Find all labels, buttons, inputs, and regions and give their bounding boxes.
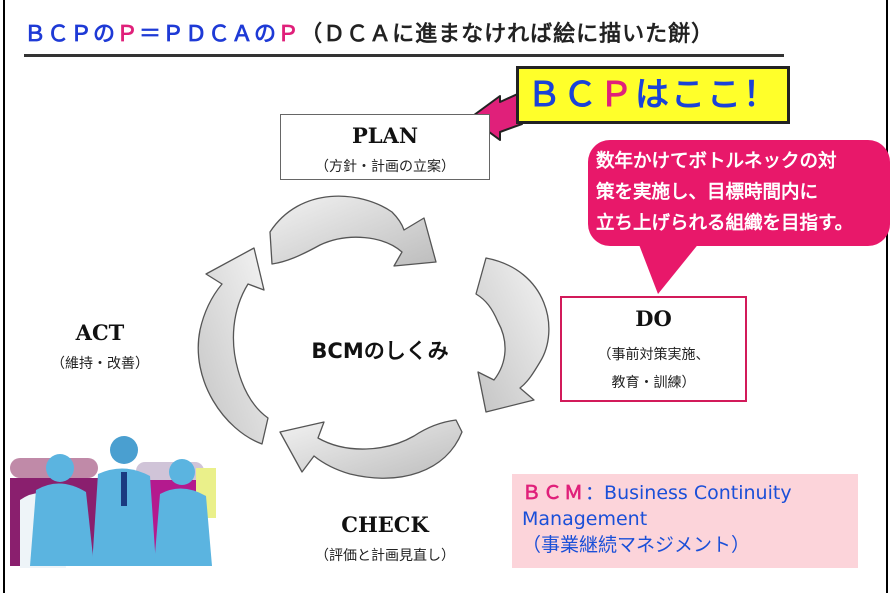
slide-title: ＢＣＰのＰ＝ＰＤＣＡのＰ（ＤＣＡに進まなければ絵に描いた餅） [24, 16, 784, 57]
title-part4: Ｐ [277, 22, 301, 47]
speech-line-1: 数年かけてボトルネックの対 [596, 151, 837, 172]
callout-bcp-here: ＢＣＰはここ！ [516, 66, 790, 124]
speech-bubble: 数年かけてボトルネックの対 策を実施し、目標時間内に 立ち上げられる組織を目指す… [588, 140, 890, 246]
do-label: DO [635, 306, 672, 331]
plan-label: PLAN [351, 123, 419, 148]
callout-rest: はここ！ [635, 75, 779, 115]
callout-p: Ｐ [599, 75, 635, 115]
slide-frame-left [3, 0, 5, 593]
bcm-line1-rest: Business Continuity [604, 482, 792, 504]
callout-bc: ＢＣ [527, 75, 599, 115]
do-sub-line-1: （事前対策実施、 [597, 347, 710, 363]
do-sub: （事前対策実施、 教育・訓練） [562, 341, 745, 397]
act-label: ACT [75, 320, 125, 345]
meeting-people-illustration [10, 436, 216, 568]
act-node: ACT （維持・改善） [40, 320, 160, 373]
cycle-arrow-bottom-left [279, 419, 463, 479]
bcm-definition-box: ＢＣＭ：Business Continuity Management （事業継続… [512, 474, 858, 568]
speech-line-3: 立ち上げられる組織を目指す。 [596, 213, 854, 234]
do-box: DO （事前対策実施、 教育・訓練） [560, 296, 747, 402]
title-part1: ＢＣＰの [24, 22, 117, 47]
plan-sub: （方針・計画の立案） [315, 159, 455, 175]
act-sub: （維持・改善） [51, 356, 149, 372]
cycle-arrow-left-up [197, 247, 269, 445]
center-label: BCMのしくみ [311, 339, 449, 363]
cycle-arrow-top-right [269, 195, 437, 267]
bcm-colon: ： [585, 482, 605, 504]
title-part2: Ｐ [116, 22, 140, 47]
bcm-def-line-2: Management [522, 508, 648, 530]
title-part3: ＝ＰＤＣＡの [139, 22, 278, 47]
check-node: CHECK （評価と計画見直し） [300, 512, 470, 565]
speech-line-2: 策を実施し、目標時間内に [596, 182, 819, 203]
cycle-arrow-icon [197, 195, 550, 479]
cycle-arrow-right-down [475, 257, 550, 413]
title-part5: （ＤＣＡに進まなければ絵に描いた餅） [300, 22, 715, 47]
bcm-def-line-3: （事業継続マネジメント） [522, 534, 751, 556]
speech-bubble-tail [638, 242, 700, 294]
bcm-abbr: ＢＣＭ [522, 482, 586, 504]
check-sub: （評価と計画見直し） [315, 548, 455, 564]
do-sub-line-2: 教育・訓練） [611, 375, 696, 391]
plan-box: PLAN （方針・計画の立案） [280, 114, 490, 180]
slide-frame-right [886, 0, 888, 593]
check-label: CHECK [341, 512, 429, 537]
bcm-def-line-1: ＢＣＭ：Business Continuity [522, 480, 848, 506]
